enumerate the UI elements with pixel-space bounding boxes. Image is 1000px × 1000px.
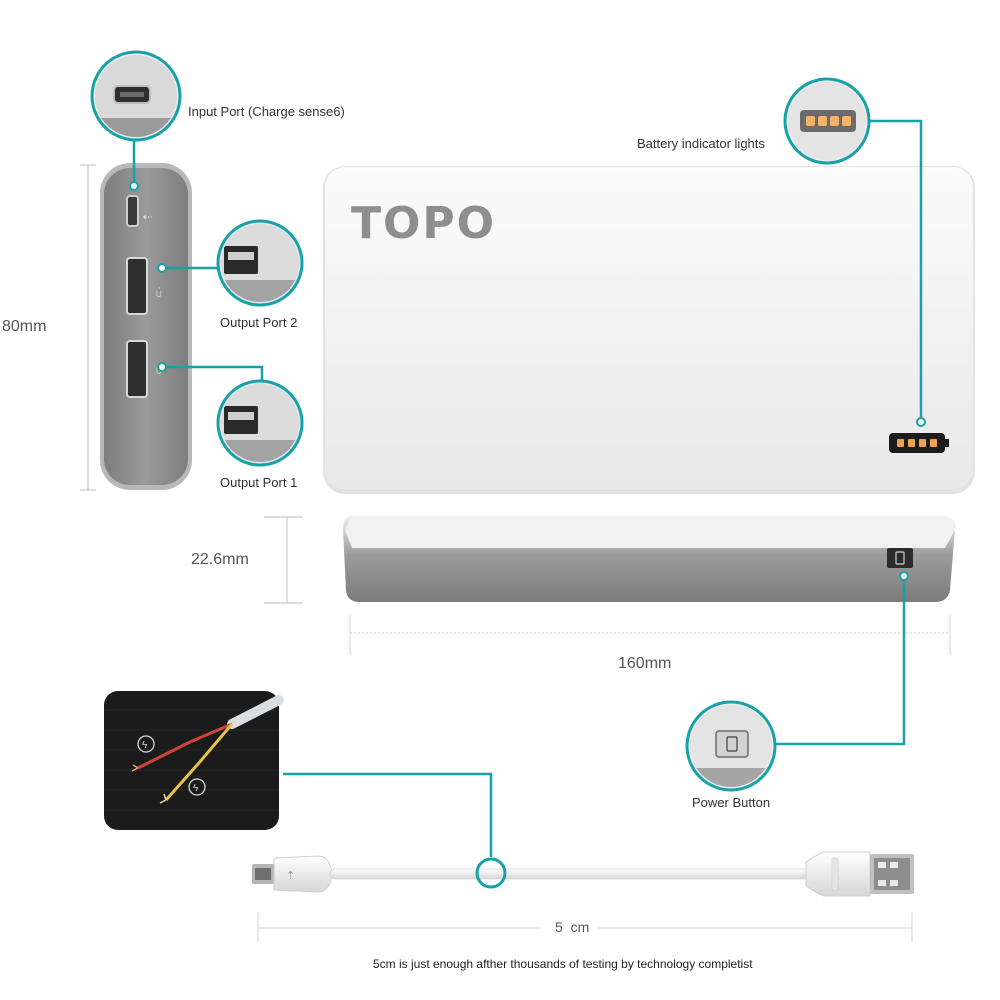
- power-button-callout: [685, 571, 909, 792]
- svg-text:ϟ: ϟ: [142, 740, 148, 751]
- usb-cable: ⇡: [252, 851, 914, 897]
- cable-caption: 5cm is just enough afther thousands of t…: [373, 957, 753, 971]
- length-dimension-label: 160mm: [618, 655, 672, 672]
- cable-callout: [283, 772, 493, 857]
- battery-indicator-callout: [783, 77, 926, 427]
- cable-length-label: 5 cm: [555, 919, 590, 935]
- thickness-dimension-line: [264, 516, 303, 604]
- svg-text:⇡: ⇡: [286, 870, 295, 882]
- output-port-1-label: Output Port 1: [220, 475, 298, 490]
- cable-length-dimension-line: [257, 912, 913, 942]
- svg-text:ϟ: ϟ: [193, 783, 199, 794]
- device-side-view: ⇡ ⊂· ⊂·: [100, 163, 192, 490]
- input-port-label: Input Port (Charge sense6): [188, 104, 345, 119]
- device-bottom-view: [343, 516, 956, 602]
- output-port-1-callout: [157, 362, 304, 467]
- cable-wire-detail-photo: ϟ ϟ: [104, 691, 284, 830]
- input-port-callout: [90, 50, 182, 191]
- thickness-dimension-label: 22.6mm: [191, 551, 249, 568]
- output-port-2-label: Output Port 2: [220, 315, 298, 330]
- battery-indicator-label: Battery indicator lights: [637, 136, 765, 151]
- svg-text:⇡: ⇡: [141, 212, 155, 222]
- device-top-view: [323, 166, 975, 494]
- length-dimension-line: [349, 615, 951, 655]
- output-port-2-callout: [157, 219, 304, 307]
- height-dimension-label: 80mm: [2, 318, 47, 335]
- height-dimension-line: [80, 164, 96, 491]
- brand-logo: TOPO: [351, 198, 497, 249]
- svg-text:⊂·: ⊂·: [154, 286, 165, 298]
- power-button-label: Power Button: [692, 795, 771, 810]
